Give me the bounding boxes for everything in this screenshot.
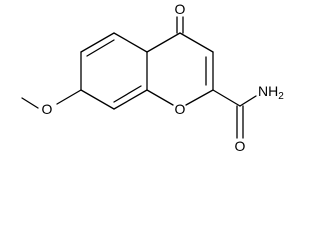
bond-camide-n (239, 95, 257, 107)
bond-omethoxy-ch3 (21, 97, 39, 109)
benzene-ring (80, 32, 148, 110)
bond-c2-o1 (185, 89, 214, 106)
carboxamide-group: O NH2 (212, 83, 284, 154)
bond-c8-c8a-inner (113, 85, 142, 103)
bond-c8-c8a-outer (113, 89, 148, 110)
pyranone-ring (146, 32, 214, 106)
bond-c7-c8 (80, 89, 115, 110)
amide-nitrogen-text: NH (258, 83, 278, 99)
chemical-structure-diagram: O O O O NH2 (21, 1, 284, 154)
amide-nitrogen-subscript: 2 (278, 91, 284, 102)
bond-o1-c8a (146, 89, 174, 106)
bond-c5-c6-outer (80, 32, 115, 53)
ketone-oxygen-label: O (175, 1, 186, 17)
amide-nitrogen-label: NH2 (258, 83, 284, 102)
bond-c4a-c4 (146, 32, 181, 53)
bond-c5-c6-inner (86, 39, 115, 57)
methoxy-group: O (21, 89, 82, 117)
bond-c4a-c5 (113, 32, 148, 53)
amide-oxygen-label: O (235, 138, 246, 154)
bond-c4-c3 (179, 32, 214, 53)
ring-oxygen-label: O (175, 101, 186, 117)
ketone-group: O (175, 1, 186, 34)
bond-c2-camide (212, 89, 241, 107)
methoxy-oxygen-label: O (42, 101, 53, 117)
bond-c7-omethoxy (56, 89, 82, 105)
